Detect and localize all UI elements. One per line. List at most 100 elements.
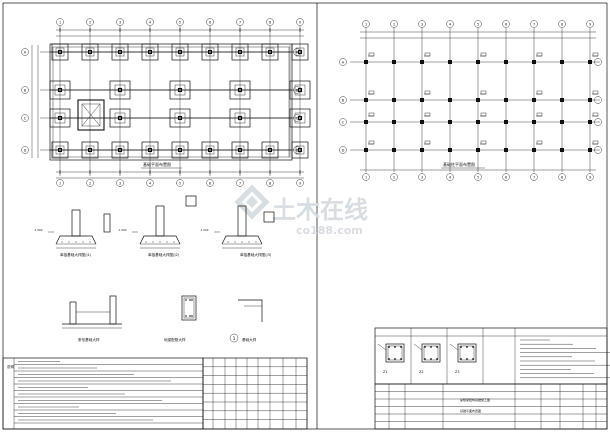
column-tag [368, 140, 375, 145]
title-project: 某框架结构基础施工图 [460, 397, 490, 402]
grid-label-left: D [342, 148, 345, 152]
column-tag [424, 140, 431, 145]
grid-label-bottom: 3 [119, 181, 121, 185]
grid-bubble-left [21, 114, 29, 122]
grid-label-left: D [24, 148, 27, 152]
column-mark [560, 60, 564, 64]
grid-label-bottom: 5 [477, 175, 479, 179]
column-mark [588, 120, 592, 124]
column-tag [480, 52, 487, 57]
grid-bubble-top [446, 20, 454, 28]
grid-bubble-top [390, 20, 398, 28]
grid-bubble-top [418, 20, 426, 28]
grid-label-top: 4 [149, 20, 151, 24]
column-plan-caption: 基础柱平面布置图 [443, 161, 475, 167]
column-mark [476, 148, 480, 152]
grid-label-bottom: 4 [449, 175, 451, 179]
detail-caption-strip: 条形基础大样 [78, 337, 100, 342]
grid-label-top: 6 [209, 20, 211, 24]
column-tag [424, 90, 431, 95]
column-mark [476, 98, 480, 102]
column-mark [364, 60, 368, 64]
column-tag [480, 140, 487, 145]
column-section-drawing [449, 343, 477, 363]
title-block [374, 383, 608, 430]
grid-label-left: A [24, 50, 27, 54]
column-section-z2: Z2 [419, 370, 423, 374]
grid-label-left: C [342, 120, 345, 124]
grid-label-bottom: 1 [59, 181, 61, 185]
detail-beam-section [181, 295, 197, 321]
grid-label-top: 9 [299, 20, 301, 24]
detail-mark-circle [229, 333, 239, 343]
grid-bubble-bottom [530, 173, 538, 181]
grid-bubble-bottom [502, 173, 510, 181]
detail-caption-j2: 单独基础大样图(J2) [148, 252, 180, 257]
grid-bubble-bottom [116, 179, 124, 187]
stair-footing-inner [81, 103, 101, 127]
column-mark [588, 98, 592, 102]
column-mark [364, 98, 368, 102]
grid-label-top: 2 [89, 20, 91, 24]
column-tag [592, 112, 599, 117]
watermark: 土木在线 co188.com [234, 184, 368, 237]
grid-bubble-left [339, 146, 347, 154]
grid-label-left: B [342, 98, 345, 102]
grid-bubble-right [293, 86, 301, 94]
grid-label-top: 4 [449, 22, 451, 26]
grid-label-bottom: 7 [533, 175, 535, 179]
column-sections [374, 327, 608, 385]
foundation-schedule-table [202, 357, 308, 430]
svg-text:-1.500: -1.500 [34, 228, 43, 232]
grid-bubble-left [21, 48, 29, 56]
foundation-outline-inner [52, 46, 290, 158]
grid-bubble-left [21, 146, 29, 154]
detail-j2: -1.500 [118, 205, 181, 249]
title-drawing: 基础平面布置图 [460, 408, 481, 413]
column-tag [592, 52, 599, 57]
grid-label-top: 9 [589, 22, 591, 26]
column-mark [420, 148, 424, 152]
column-tag [592, 90, 599, 95]
column-mark [476, 120, 480, 124]
column-mark [364, 148, 368, 152]
grid-bubble-bottom [206, 179, 214, 187]
grid-bubble-right [594, 146, 602, 154]
grid-label-right: C [296, 116, 299, 120]
grid-label-top: 8 [561, 22, 563, 26]
grid-bubble-top [474, 20, 482, 28]
detail-j3: -1.500 [200, 205, 263, 249]
grid-label-top: 3 [119, 20, 121, 24]
column-mark [448, 60, 452, 64]
grid-bubble-right [594, 118, 602, 126]
grid-label-bottom: 6 [505, 175, 507, 179]
watermark-brand: 土木在线 [272, 196, 368, 224]
grid-bubble-bottom [266, 179, 274, 187]
grid-label-left: B [24, 88, 27, 92]
notes-frame [2, 357, 204, 430]
grid-label-top: 3 [421, 22, 423, 26]
footing-column [297, 87, 303, 93]
grid-bubble-top [206, 18, 214, 26]
footing-pedestal [295, 145, 305, 155]
column-tag [592, 140, 599, 145]
grid-bubble-bottom [474, 173, 482, 181]
grid-bubble-right [293, 114, 301, 122]
grid-label-top: 1 [365, 22, 367, 26]
grid-bubble-top [86, 18, 94, 26]
grid-label-top: 6 [505, 22, 507, 26]
column-mark [392, 148, 396, 152]
grid-bubble-right [594, 58, 602, 66]
column-mark [420, 98, 424, 102]
grid-label-bottom: 8 [269, 181, 271, 185]
column-tag [536, 112, 543, 117]
footing-column [297, 147, 303, 153]
column-mark [504, 98, 508, 102]
column-section-drawing [377, 343, 405, 363]
grid-bubble-top [586, 20, 594, 28]
column-mark [392, 60, 396, 64]
column-tag [368, 112, 375, 117]
column-mark [504, 148, 508, 152]
column-notes [520, 339, 610, 378]
